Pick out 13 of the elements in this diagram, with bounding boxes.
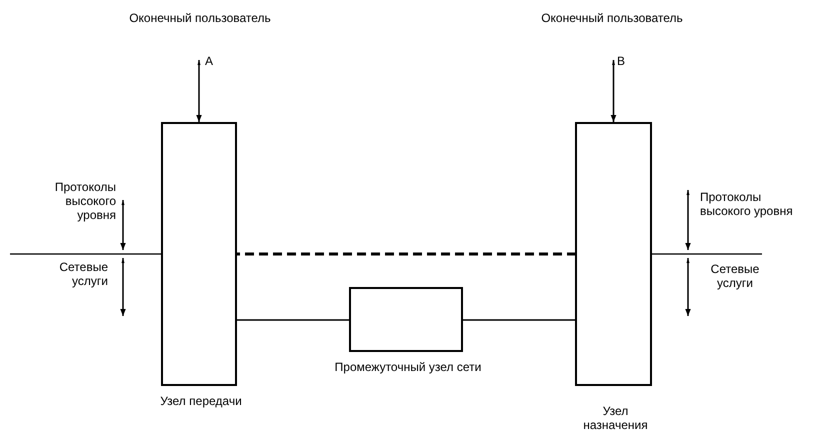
- user-label: Оконечный пользователь: [120, 10, 280, 26]
- point-label: А: [205, 54, 214, 68]
- layer-label: Протоколы высокого уровня: [54, 180, 116, 222]
- arrow: [196, 60, 202, 122]
- point-label: В: [617, 54, 626, 68]
- node-label: Узел передачи: [159, 394, 243, 408]
- node-label: Узел назначения: [582, 404, 649, 432]
- layer-label: Сетевые услуги: [58, 260, 108, 288]
- layer-label: Протоколы высокого уровня: [700, 190, 794, 218]
- arrow: [610, 60, 616, 122]
- layer-label: Сетевые услуги: [710, 262, 760, 290]
- node-label: Промежуточный узел сети: [334, 360, 482, 374]
- user-label: Оконечный пользователь: [532, 10, 692, 26]
